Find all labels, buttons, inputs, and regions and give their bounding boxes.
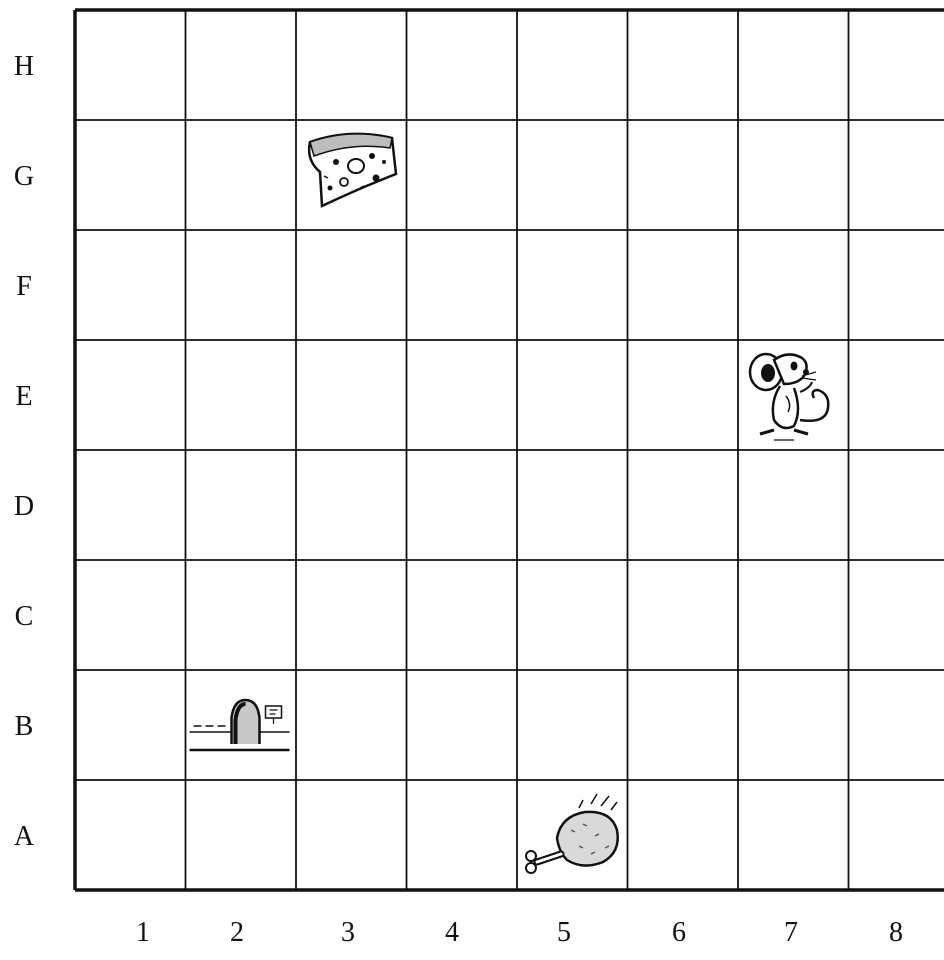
mouse-icon[interactable] <box>750 354 828 440</box>
mouse-hole-icon[interactable] <box>190 700 290 750</box>
row-label-d: D <box>14 491 34 522</box>
row-label-g: G <box>14 161 34 192</box>
col-labels: 1 2 3 4 5 6 7 8 <box>136 917 903 948</box>
row-labels: H G F E D C B A <box>14 51 35 852</box>
col-label-3: 3 <box>341 917 355 948</box>
row-label-f: F <box>16 271 32 302</box>
row-label-e: E <box>15 381 32 412</box>
row-label-c: C <box>15 601 34 632</box>
col-label-4: 4 <box>445 917 459 948</box>
col-label-5: 5 <box>557 917 571 948</box>
col-label-6: 6 <box>672 917 686 948</box>
col-label-7: 7 <box>784 917 798 948</box>
grid-lines <box>75 10 944 890</box>
col-label-1: 1 <box>136 917 150 948</box>
col-label-8: 8 <box>889 917 903 948</box>
row-label-h: H <box>14 51 34 82</box>
cheese-icon[interactable] <box>309 134 396 206</box>
row-label-b: B <box>15 711 34 742</box>
col-label-2: 2 <box>230 917 244 948</box>
row-label-a: A <box>14 821 35 852</box>
chicken-leg-icon[interactable] <box>526 794 618 873</box>
